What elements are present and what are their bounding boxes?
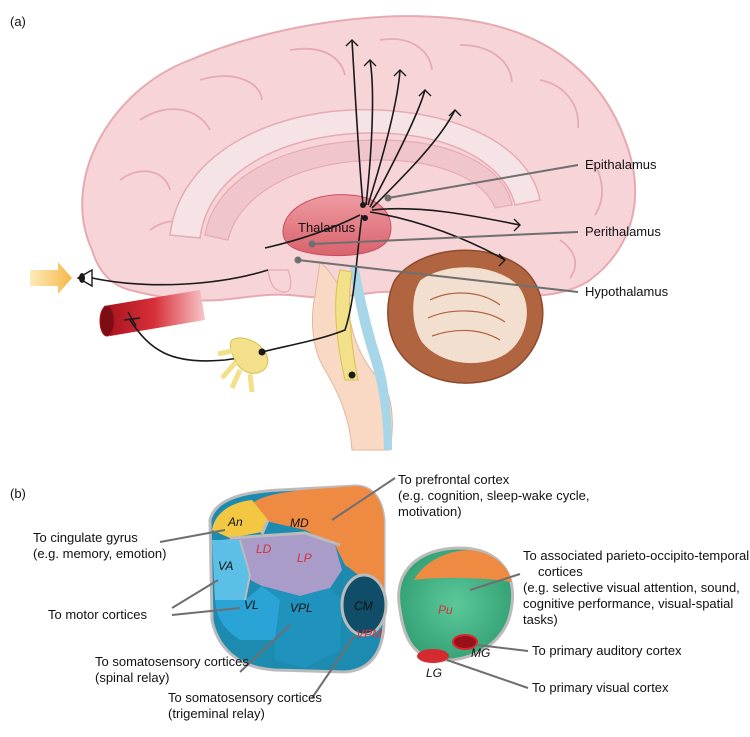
nucleus-md: MD — [290, 516, 309, 530]
label-visual: To primary visual cortex — [532, 680, 669, 695]
eye-icon — [76, 268, 93, 288]
nucleus-va: VA — [218, 559, 233, 573]
mg-nucleus — [452, 634, 478, 650]
svg-text:cognitive performance, visual-: cognitive performance, visual-spatial — [523, 596, 733, 611]
nucleus-vl: VL — [244, 598, 259, 612]
label-somato-spinal: To somatosensory cortices (spinal relay) — [95, 654, 249, 685]
label-motor: To motor cortices — [48, 607, 147, 622]
svg-text:(spinal relay): (spinal relay) — [95, 670, 169, 685]
svg-text:To motor cortices: To motor cortices — [48, 607, 147, 622]
cingulate-gyrus — [169, 108, 541, 239]
thalamus-3d-model — [208, 484, 388, 674]
nucleus-an: An — [227, 515, 243, 529]
nucleus-mg: MG — [471, 646, 490, 660]
svg-text:motivation): motivation) — [398, 504, 462, 519]
label-prefrontal: To prefrontal cortex (e.g. cognition, sl… — [398, 472, 589, 519]
epithalamus-label: Epithalamus — [585, 157, 657, 172]
panel-a-tag: (a) — [10, 14, 26, 29]
fiber-terminals — [345, 39, 521, 267]
panel-b-tag: (b) — [10, 486, 26, 501]
nucleus-pu: Pu — [438, 603, 453, 617]
cerebellum — [387, 249, 544, 384]
nucleus-lg: LG — [426, 666, 442, 680]
perithalamus-label: Perithalamus — [585, 224, 661, 239]
optic-nerve — [91, 269, 269, 286]
relay-node — [348, 371, 356, 379]
lg-nucleus — [417, 649, 449, 663]
callout-epithalamus — [384, 164, 579, 202]
svg-text:To somatosensory cortices: To somatosensory cortices — [95, 654, 249, 669]
projection-lines — [159, 477, 529, 699]
svg-text:To primary visual cortex: To primary visual cortex — [532, 680, 669, 695]
nucleus-cm: CM — [354, 599, 373, 613]
svg-text:(e.g. selective visual attenti: (e.g. selective visual attention, sound, — [523, 580, 740, 595]
label-cingulate: To cingulate gyrus (e.g. memory, emotion… — [33, 530, 166, 561]
svg-text:To primary auditory cortex: To primary auditory cortex — [532, 643, 682, 658]
csf-channel — [350, 265, 392, 450]
svg-text:(e.g. cognition, sleep-wake cy: (e.g. cognition, sleep-wake cycle, — [398, 488, 589, 503]
light-input-arrow — [30, 262, 72, 294]
svg-text:To cingulate gyrus: To cingulate gyrus — [33, 530, 138, 545]
label-auditory: To primary auditory cortex — [532, 643, 682, 658]
callout-hypothalamus — [294, 256, 579, 293]
svg-text:To prefrontal cortex: To prefrontal cortex — [398, 472, 510, 487]
svg-text:To somatosensory cortices: To somatosensory cortices — [168, 690, 322, 705]
ascending-fiber — [261, 214, 363, 353]
nucleus-lp: LP — [297, 551, 312, 565]
artery-receptor — [123, 311, 141, 327]
svg-text:To associated parieto-occipito: To associated parieto-occipito-temporal — [523, 548, 749, 563]
thalamocortical-fibers — [264, 39, 521, 261]
nucleus-vpm: VPM — [356, 627, 382, 641]
hypothalamus-label: Hypothalamus — [585, 284, 669, 299]
nucleus-vpl: VPL — [290, 601, 313, 615]
thalamus-label: Thalamus — [298, 220, 356, 235]
svg-text:tasks): tasks) — [523, 612, 558, 627]
thalamic-node — [362, 215, 368, 221]
pituitary — [267, 269, 292, 293]
thalamic-node — [360, 202, 366, 208]
ganglion — [217, 337, 269, 393]
svg-text:cortices: cortices — [538, 564, 583, 579]
svg-text:(trigeminal relay): (trigeminal relay) — [168, 706, 265, 721]
nucleus-ld: LD — [256, 542, 272, 556]
label-somato-trigeminal: To somatosensory cortices (trigeminal re… — [168, 690, 322, 721]
corpus-callosum — [204, 139, 513, 241]
svg-text:(e.g. memory, emotion): (e.g. memory, emotion) — [33, 546, 166, 561]
callout-perithalamus — [308, 231, 579, 248]
artery — [99, 290, 205, 337]
label-association: To associated parieto-occipito-temporal … — [523, 548, 749, 627]
